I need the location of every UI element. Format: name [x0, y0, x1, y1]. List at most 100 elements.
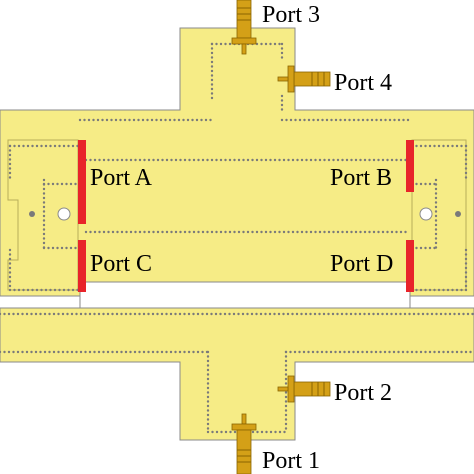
via-dot: [93, 230, 97, 234]
via-dot: [12, 350, 15, 354]
via-dot: [464, 350, 468, 354]
via-dot: [457, 312, 461, 316]
via-dot: [428, 246, 432, 250]
via-dot: [424, 182, 427, 186]
via-dot: [321, 118, 324, 122]
via-dot: [372, 158, 376, 162]
via-dot: [42, 219, 46, 222]
via-dot: [282, 158, 286, 162]
via-dot: [318, 230, 322, 234]
via-dot: [232, 312, 236, 316]
via-dot: [93, 350, 96, 354]
via-dot: [264, 42, 268, 46]
via-dot: [300, 158, 304, 162]
via-dot: [242, 158, 245, 162]
via-dot: [114, 118, 118, 122]
via-dot: [305, 230, 308, 234]
via-dot: [159, 118, 163, 122]
via-dot: [260, 158, 263, 162]
via-dot: [393, 118, 396, 122]
via-dot: [318, 312, 321, 316]
via-dot: [8, 162, 12, 166]
via-dot: [464, 153, 468, 157]
via-dot: [464, 248, 468, 252]
via-dot: [42, 223, 46, 227]
via-dot: [464, 167, 468, 170]
via-dot: [42, 232, 46, 236]
via-dot: [223, 312, 227, 316]
via-dot: [269, 158, 272, 162]
via-dot: [215, 158, 218, 162]
via-dot: [219, 158, 223, 162]
board-gap: [79, 281, 411, 309]
via-dot: [343, 350, 346, 354]
via-dot: [8, 153, 12, 157]
via-dot: [116, 158, 119, 162]
via-dot: [182, 118, 185, 122]
via-dot: [273, 312, 276, 316]
via-dot: [67, 288, 70, 292]
via-dot: [107, 158, 110, 162]
via-dot: [419, 144, 423, 148]
via-dot: [97, 312, 101, 316]
via-dot: [70, 312, 74, 316]
via-dot: [51, 246, 55, 250]
via-dot: [201, 312, 204, 316]
via-dot: [71, 288, 75, 292]
via-dot: [327, 158, 331, 162]
via-dot: [42, 178, 46, 182]
via-dot: [285, 118, 288, 122]
via-dot: [8, 257, 12, 261]
port-a-bar: [78, 140, 86, 224]
via-dot: [347, 350, 351, 354]
via-dot: [224, 430, 228, 434]
via-dot: [8, 248, 12, 252]
via-dot: [251, 430, 255, 434]
via-dot: [79, 312, 83, 316]
via-dot: [424, 144, 427, 148]
via-dot: [0, 312, 2, 316]
via-dot: [147, 312, 150, 316]
via-dot: [206, 391, 210, 394]
via-dot: [312, 118, 315, 122]
via-dot: [327, 312, 330, 316]
via-dot: [446, 144, 450, 148]
via-dot: [273, 230, 277, 234]
via-dot: [434, 192, 438, 195]
via-dot: [16, 312, 20, 316]
via-dot: [65, 182, 68, 186]
via-dot: [399, 230, 403, 234]
via-dot: [40, 144, 43, 148]
via-dot: [228, 230, 232, 234]
via-dot: [210, 92, 214, 95]
via-dot: [129, 312, 132, 316]
via-dot: [96, 118, 100, 122]
via-dot: [359, 158, 362, 162]
via-dot: [381, 158, 385, 162]
via-dot: [455, 288, 459, 292]
via-dot: [197, 158, 200, 162]
via-dot: [442, 350, 445, 354]
via-dot: [211, 430, 214, 434]
via-dot: [278, 42, 281, 46]
via-dot: [287, 158, 290, 162]
via-dot: [233, 158, 236, 162]
via-dot: [8, 171, 12, 175]
via-dot: [87, 118, 91, 122]
via-dot: [295, 312, 299, 316]
via-dot: [386, 158, 389, 162]
via-dot: [165, 350, 168, 354]
via-dot: [419, 246, 423, 250]
via-dot: [241, 312, 245, 316]
via-dot: [40, 288, 43, 292]
via-dot: [155, 118, 158, 122]
via-dot: [385, 312, 389, 316]
via-dot: [460, 144, 463, 148]
via-dot: [309, 230, 313, 234]
via-dot: [434, 210, 438, 213]
via-dot: [210, 312, 213, 316]
via-dot: [446, 350, 450, 354]
via-dot: [7, 312, 11, 316]
via-dot: [51, 182, 55, 186]
via-dot: [42, 187, 46, 191]
